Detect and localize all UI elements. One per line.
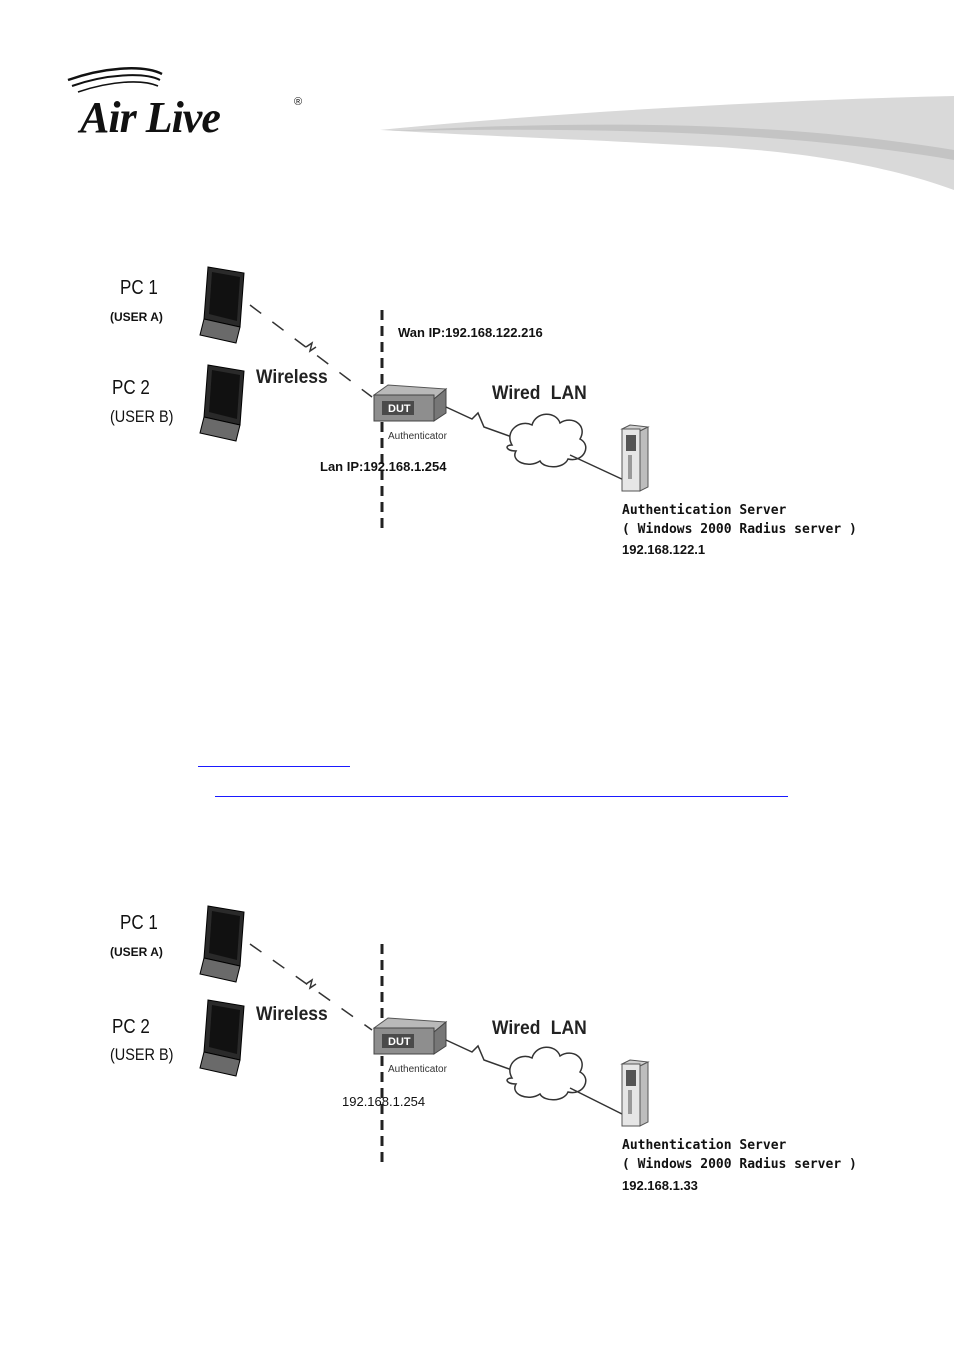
server-ip: 192.168.122.1 bbox=[622, 542, 706, 557]
server-subtitle: ( Windows 2000 Radius server ) bbox=[622, 1157, 857, 1172]
diagram-2-graphics bbox=[199, 905, 650, 1166]
authenticator-label: Authenticator bbox=[388, 1064, 447, 1075]
server-subtitle: ( Windows 2000 Radius server ) bbox=[622, 522, 857, 537]
pc1-user-label: (USER A) bbox=[110, 310, 163, 324]
server-icon bbox=[620, 1059, 650, 1127]
router-icon bbox=[372, 384, 448, 422]
pc2-user-label: (USER B) bbox=[110, 1045, 174, 1064]
wan-ip-label: Wan IP:192.168.122.216 bbox=[398, 325, 543, 340]
pc1-label: PC 1 bbox=[120, 277, 158, 299]
cloud-icon bbox=[506, 413, 587, 468]
dut-label: DUT bbox=[388, 1036, 411, 1048]
pc1-label: PC 1 bbox=[120, 912, 158, 934]
network-diagram-2: PC 1 (USER A) PC 2 (USER B) Wireless DUT… bbox=[100, 890, 860, 1210]
logo-arcs-icon bbox=[67, 67, 163, 93]
cloud-icon bbox=[506, 1046, 587, 1101]
logo-registered-mark: ® bbox=[294, 96, 303, 108]
logo-text: Air Live bbox=[80, 93, 221, 142]
network-diagram-1: PC 1 (USER A) PC 2 (USER B) Wireless Wan… bbox=[100, 255, 860, 575]
header-swoosh bbox=[380, 96, 954, 190]
lan-ip-label: Lan IP:192.168.1.254 bbox=[320, 459, 447, 474]
laptop-icon bbox=[199, 364, 245, 442]
server-title: Authentication Server bbox=[622, 503, 787, 518]
wired-lan-label: Wired LAN bbox=[492, 1018, 587, 1039]
wireless-label: Wireless bbox=[256, 367, 328, 388]
dut-label: DUT bbox=[388, 403, 411, 415]
wired-lan-label: Wired LAN bbox=[492, 383, 587, 404]
server-title: Authentication Server bbox=[622, 1138, 787, 1153]
laptop-icon bbox=[199, 266, 245, 344]
laptop-icon bbox=[199, 905, 245, 983]
router-icon bbox=[372, 1017, 448, 1055]
wireless-label: Wireless bbox=[256, 1004, 328, 1025]
link-underline-long[interactable] bbox=[215, 796, 788, 797]
pc2-label: PC 2 bbox=[112, 377, 150, 399]
pc2-label: PC 2 bbox=[112, 1016, 150, 1038]
pc2-user-label: (USER B) bbox=[110, 407, 174, 426]
laptop-icon bbox=[199, 999, 245, 1077]
lan-ip-label: 192.168.1.254 bbox=[342, 1094, 426, 1109]
server-icon bbox=[620, 424, 650, 492]
server-ip: 192.168.1.33 bbox=[622, 1178, 698, 1193]
authenticator-label: Authenticator bbox=[388, 431, 447, 442]
diagram-1-graphics bbox=[199, 266, 650, 533]
airlive-logo: Air Live ® bbox=[62, 66, 322, 146]
link-underline-short[interactable] bbox=[198, 766, 350, 767]
pc1-user-label: (USER A) bbox=[110, 945, 163, 959]
